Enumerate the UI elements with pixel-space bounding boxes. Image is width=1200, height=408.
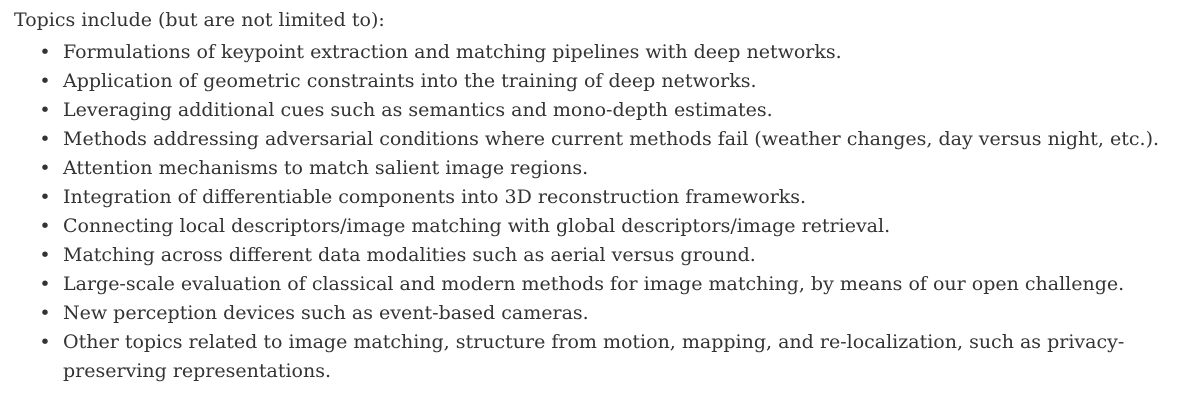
topic-text: Integration of differentiable components… [63,186,807,208]
topic-text: Connecting local descriptors/image match… [63,215,891,237]
bullet-icon: • [39,244,51,266]
topics-section: Topics include (but are not limited to):… [14,9,1186,386]
topic-text: Matching across different data modalitie… [63,244,756,266]
bullet-icon: • [39,331,51,353]
topic-text: Formulations of keypoint extraction and … [63,41,842,63]
topics-intro: Topics include (but are not limited to): [14,9,385,31]
list-item: • Attention mechanisms to match salient i… [38,154,1186,183]
list-item: • Matching across different data modaliti… [38,241,1186,270]
bullet-icon: • [39,157,51,179]
bullet-icon: • [39,302,51,324]
topic-text: Attention mechanisms to match salient im… [63,157,589,179]
list-item: • Formulations of keypoint extraction and… [38,38,1186,67]
list-item: • Leveraging additional cues such as sema… [38,96,1186,125]
bullet-icon: • [39,70,51,92]
list-item: • Other topics related to image matching,… [38,328,1186,386]
topic-text: Methods addressing adversarial condition… [63,128,1160,150]
topics-list: • Formulations of keypoint extraction and… [14,38,1186,386]
bullet-icon: • [39,186,51,208]
list-item: • New perception devices such as event-ba… [38,299,1186,328]
topic-text: Application of geometric constraints int… [63,70,757,92]
topic-text: Leveraging additional cues such as seman… [63,99,773,121]
list-item: • Connecting local descriptors/image matc… [38,212,1186,241]
bullet-icon: • [39,215,51,237]
list-item: • Application of geometric constraints in… [38,67,1186,96]
list-item: • Large-scale evaluation of classical and… [38,270,1186,299]
topic-text: Other topics related to image matching, … [63,331,1125,382]
bullet-icon: • [39,41,51,63]
list-item: • Integration of differentiable component… [38,183,1186,212]
bullet-icon: • [39,99,51,121]
bullet-icon: • [39,128,51,150]
list-item: • Methods addressing adversarial conditio… [38,125,1186,154]
topic-text: Large-scale evaluation of classical and … [63,273,1125,295]
bullet-icon: • [39,273,51,295]
topic-text: New perception devices such as event-bas… [63,302,589,324]
